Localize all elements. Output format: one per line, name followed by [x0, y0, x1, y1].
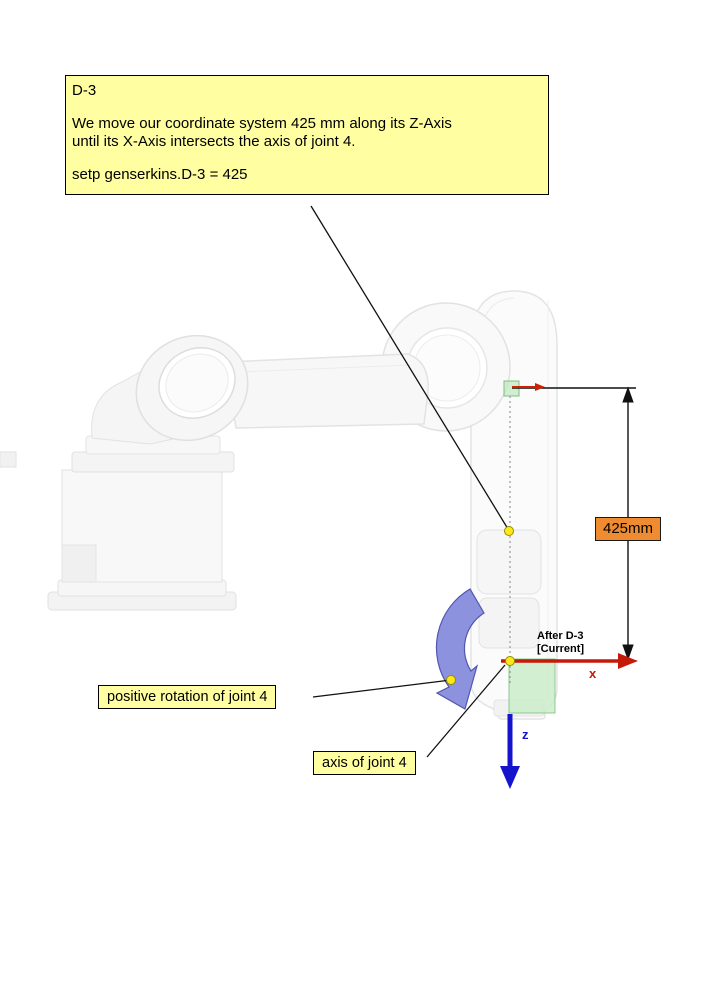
left-edge-object	[0, 451, 17, 468]
top-frame-x-tick	[512, 383, 545, 391]
joint4-point-dot	[504, 526, 514, 536]
frame-current-label: After D-3 [Current]	[537, 630, 584, 655]
z-axis-label: z	[522, 727, 529, 742]
callout-body: We move our coordinate system 425 mm alo…	[72, 115, 542, 151]
leader-callout-to-joint	[310, 205, 509, 530]
leader-rotation-label	[312, 679, 452, 698]
z-axis-arrow	[500, 714, 520, 789]
x-axis-arrow	[501, 653, 638, 669]
leader-lines	[310, 205, 509, 758]
callout-title: D-3	[72, 82, 97, 99]
callout-body-line2: until its X-Axis intersects the axis of …	[72, 133, 356, 150]
robot-upper-arm	[225, 353, 429, 429]
frame-marker-origin	[508, 658, 556, 714]
rotation-point-dot	[446, 675, 456, 685]
frame-label-line1: After D-3	[537, 630, 584, 642]
frame-label-line2: [Current]	[537, 642, 585, 655]
x-axis-label: x	[589, 666, 597, 681]
callout-body-line1: We move our coordinate system 425 mm alo…	[72, 115, 452, 132]
joint-marker-dots	[446, 526, 515, 685]
dimension-label: 425mm	[595, 517, 661, 541]
label-positive-rotation: positive rotation of joint 4	[98, 685, 277, 709]
leader-axis-label	[426, 664, 506, 758]
robot-shoulder-head	[135, 334, 249, 442]
label-axis-of-joint4: axis of joint 4	[313, 751, 416, 775]
callout-command: setp genserkins.D-3 = 425	[72, 166, 248, 183]
callout-d3-box: D-3 We move our coordinate system 425 mm…	[65, 75, 549, 195]
origin-point-dot	[505, 656, 515, 666]
